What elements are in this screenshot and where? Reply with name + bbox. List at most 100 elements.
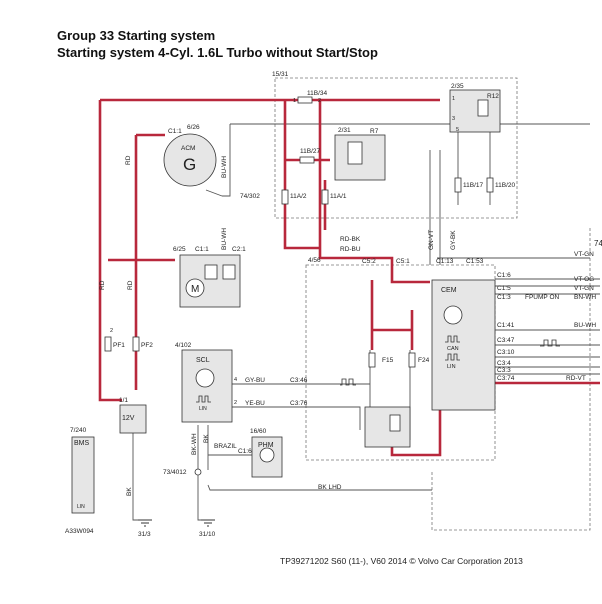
footer-copyright: TP39271202 S60 (11-), V60 2014 © Volvo C… [280, 556, 523, 566]
label-r7: R7 [370, 128, 379, 135]
label-vt-gn: VT-GN [574, 251, 594, 258]
label-c3-10: C3:10 [497, 349, 515, 356]
pin-5: 5 [456, 127, 459, 133]
label-c1-6-b: C1:6 [238, 448, 252, 455]
components [71, 89, 501, 514]
label-bn-wh: BN-WH [574, 294, 596, 301]
label-brazil: BRAZIL [214, 443, 237, 450]
label-gy-bu: GY-BU [245, 377, 265, 384]
label-74-302: 74/302 [240, 193, 260, 200]
label-73-4012: 73/4012 [163, 469, 187, 476]
label-11b-17: 11B/17 [463, 182, 484, 189]
label-6-26: 6/26 [187, 124, 200, 131]
label-bk-lhd: BK LHD [318, 484, 342, 491]
label-6-25: 6/25 [173, 246, 186, 253]
waveform-can [445, 335, 460, 343]
ground-symbols [138, 519, 215, 527]
label-c5-1: C5:1 [396, 258, 410, 265]
label-11b-20: 11B/20 [495, 182, 516, 189]
bms-module [71, 436, 95, 514]
ground-31-10-icon [201, 519, 215, 527]
label-acm: ACM [181, 145, 195, 152]
fuse-11b-27 [299, 156, 315, 164]
label-cem: CEM [441, 287, 457, 294]
battery-12v [119, 404, 147, 434]
label-gy-bk: GY-BK [450, 230, 457, 250]
label-4-102: 4/102 [175, 342, 192, 349]
main-relay-cem [364, 406, 411, 448]
scl-transistor-icon [195, 368, 215, 388]
label-c3-4: C3:4 [497, 360, 511, 367]
relay-2-35-coil [477, 99, 489, 117]
label-rd-wire-3: RD [127, 280, 134, 290]
label-c1-53: C1:53 [466, 258, 484, 265]
label-c1-1-b: C1:1 [195, 246, 209, 253]
fuse-box-15-31-boundary [274, 77, 518, 219]
pin-3: 3 [452, 116, 455, 122]
label-c1-3: C1:3 [497, 294, 511, 301]
label-11a-2: 11A/2 [290, 193, 307, 200]
fuse-f24 [408, 352, 416, 368]
phm-transistor-icon [259, 447, 275, 463]
ground-31-3-icon [138, 519, 152, 527]
label-vt-gn-2: VT-GN [574, 285, 594, 292]
label-c3-74: C3:74 [497, 375, 515, 382]
label-11a-1: 11A/1 [330, 193, 347, 200]
label-rd-bk: RD-BK [340, 236, 361, 243]
right-boundary [431, 228, 591, 531]
label-a33w094: A33W094 [65, 528, 94, 535]
label-c1-5: C1:5 [497, 285, 511, 292]
label-c3-46: C3:46 [290, 377, 308, 384]
waveforms [196, 335, 560, 403]
pin-2-c: 2 [234, 400, 237, 406]
label-lin-2: LIN [199, 406, 207, 412]
label-can: CAN [447, 346, 459, 352]
label-c3-3: C3:3 [497, 367, 511, 374]
label-c3-76: C3:76 [290, 400, 308, 407]
page-title: Group 33 Starting system [57, 28, 216, 43]
label-c1-1: C1:1 [168, 128, 182, 135]
label-lin: LIN [447, 364, 456, 370]
label-bms: BMS [74, 440, 90, 447]
fuse-11b-17 [454, 177, 462, 193]
label-vt-og: VT-OG [574, 276, 594, 283]
label-pf1: PF1 [113, 342, 125, 349]
waveform-scl-gy-bu [340, 378, 356, 386]
label-f15: F15 [382, 357, 394, 364]
ground-point-73-4012 [194, 468, 202, 476]
waveform-lin [445, 353, 460, 361]
signal-wires [132, 123, 600, 521]
starter-relay-a [204, 264, 218, 280]
label-11b-34: 11B/34 [307, 90, 328, 97]
fuse-f15 [368, 352, 376, 368]
label-2-35: 2/35 [451, 83, 464, 90]
label-gn-vt: GN-VT [428, 230, 435, 250]
label-c3-47: C3:47 [497, 337, 515, 344]
label-g: G [183, 155, 196, 174]
label-scl: SCL [196, 357, 210, 364]
fuse-pf1 [104, 336, 112, 352]
label-1-1: 1/1 [119, 397, 128, 404]
label-f24: F24 [418, 357, 430, 364]
pin-2: 2 [318, 98, 321, 104]
label-phm: PHM [258, 442, 274, 449]
label-rd-wire-2: RD [99, 280, 106, 290]
label-bk-wh: BK-WH [191, 433, 198, 455]
fuse-11a-2 [281, 189, 289, 205]
label-7-240: 7/240 [70, 427, 87, 434]
fuse-11b-20 [486, 177, 494, 193]
fuses [104, 96, 494, 368]
label-bu-wh-wire: BU-WH [221, 156, 228, 178]
cem-module [431, 279, 496, 411]
fuse-11a-1 [321, 189, 329, 205]
pin-1: 1 [452, 96, 455, 102]
label-11b-27: 11B/27 [300, 148, 321, 155]
starter-relay-b [222, 264, 236, 280]
label-74: 74 [594, 239, 602, 248]
label-15-31: 15/31 [272, 71, 289, 78]
label-fpump-on: FPUMP ON [525, 294, 559, 301]
label-31-3: 31/3 [138, 531, 151, 538]
label-rd-wire: RD [125, 155, 132, 165]
pin-4: 4 [234, 377, 237, 383]
